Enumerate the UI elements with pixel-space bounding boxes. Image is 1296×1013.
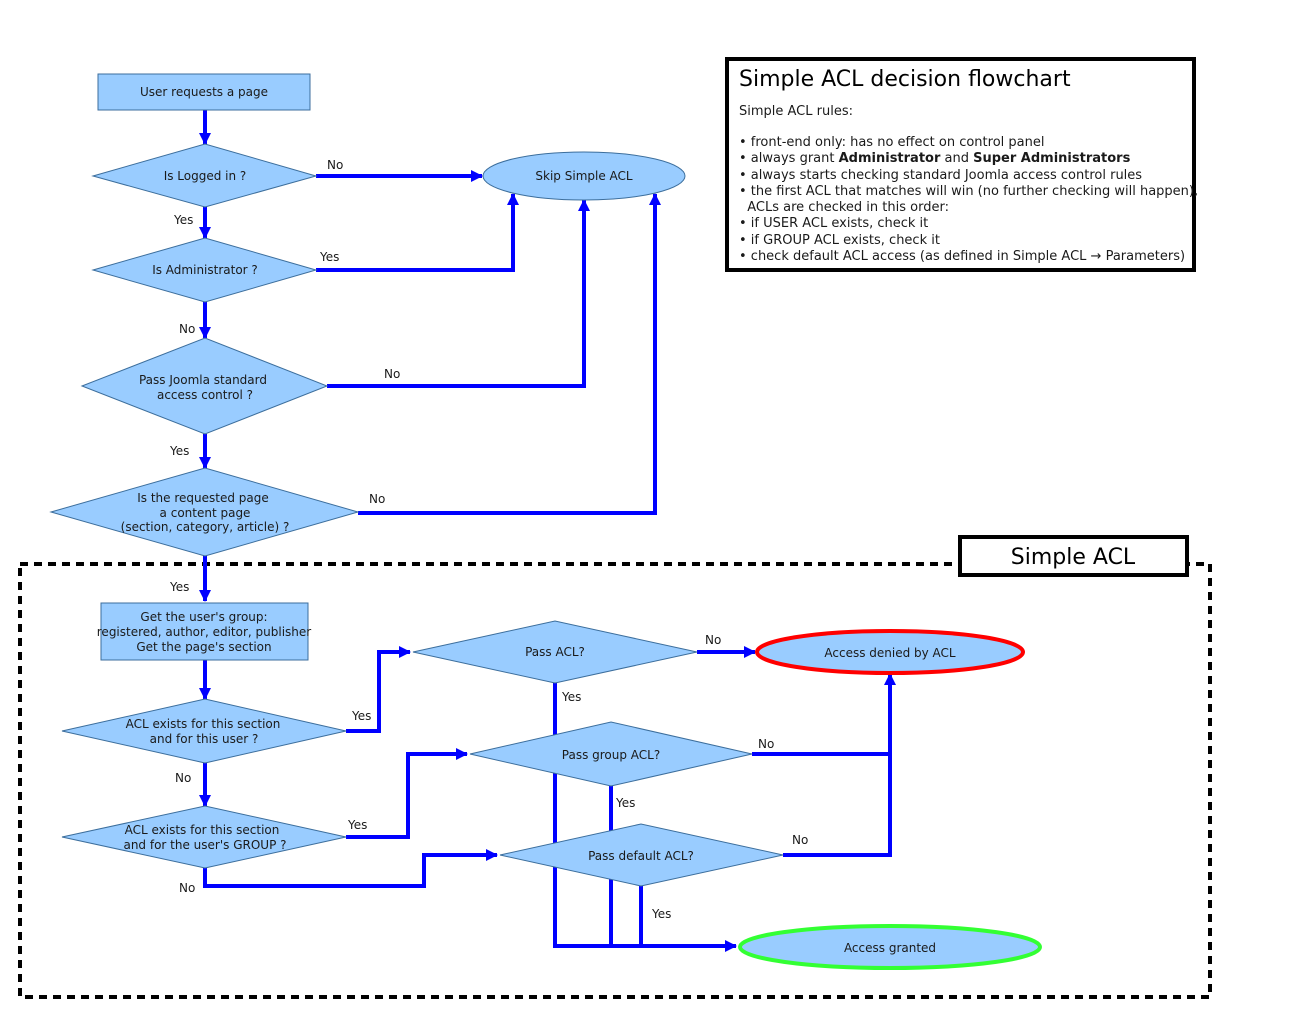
legend-rule: • if GROUP ACL exists, check it bbox=[739, 232, 940, 248]
node-is-content bbox=[49, 467, 360, 557]
edge-label-acluser-yes: Yes bbox=[351, 709, 371, 723]
node-is-logged-in bbox=[91, 143, 318, 208]
edge-label-content-yes: Yes bbox=[169, 580, 189, 594]
label-is-content-3: (section, category, article) ? bbox=[121, 520, 290, 534]
label-acl-group-2: and for the user's GROUP ? bbox=[123, 838, 286, 852]
node-get-group bbox=[100, 602, 309, 661]
edge-aclgroup-yes-to-passgroup bbox=[346, 748, 468, 839]
edge-labels: No Yes Yes No No Yes No Yes Yes No Yes N… bbox=[169, 158, 808, 921]
legend-rule-bold: Super Administrators bbox=[973, 151, 1131, 167]
node-is-admin bbox=[91, 237, 318, 303]
edge-joomla-no-to-skip bbox=[327, 199, 590, 388]
node-labels: User requests a page Is Logged in ? Skip… bbox=[97, 85, 956, 955]
legend-rule-bold: Administrator bbox=[838, 151, 941, 167]
legend-rule: • always grant Administrator and Super A… bbox=[739, 151, 1131, 167]
simple-acl-region-tab bbox=[958, 535, 1189, 577]
legend-rule: ACLs are checked in this order: bbox=[739, 200, 949, 216]
edge-label-passdefault-yes: Yes bbox=[651, 907, 671, 921]
node-pass-group-acl bbox=[469, 721, 753, 787]
label-get-group-3: Get the page's section bbox=[136, 640, 271, 654]
label-pass-acl: Pass ACL? bbox=[525, 645, 585, 659]
label-access-denied: Access denied by ACL bbox=[824, 646, 956, 660]
edge-content-no-to-skip bbox=[358, 193, 661, 515]
legend-title: Simple ACL decision flowchart bbox=[739, 67, 1071, 92]
label-is-logged-in: Is Logged in ? bbox=[164, 169, 247, 183]
edge-admin-yes-to-skip bbox=[316, 193, 519, 272]
label-acl-user-1: ACL exists for this section bbox=[126, 717, 281, 731]
legend-rule: • check default ACL access (as defined i… bbox=[739, 249, 1186, 265]
node-skip-acl bbox=[482, 151, 686, 201]
edge-label-admin-yes: Yes bbox=[319, 250, 339, 264]
edge-label-passdefault-no: No bbox=[792, 833, 808, 847]
legend-rule: • the first ACL that matches will win (n… bbox=[739, 183, 1199, 199]
simple-acl-region-title: Simple ACL bbox=[1011, 545, 1136, 570]
node-access-granted bbox=[738, 924, 1042, 970]
nodes bbox=[49, 73, 1042, 970]
legend-rule: • front-end only: has no effect on contr… bbox=[739, 135, 1045, 150]
edge-label-passgroup-no: No bbox=[758, 737, 774, 751]
legend-rules: • front-end only: has no effect on contr… bbox=[739, 135, 1199, 265]
legend-box: Simple ACL decision flowchart Simple ACL… bbox=[725, 57, 1199, 272]
label-access-granted: Access granted bbox=[844, 941, 936, 955]
node-user-requests bbox=[97, 73, 311, 111]
label-get-group-2: registered, author, editor, publisher bbox=[97, 625, 312, 639]
edge-label-joomla-no: No bbox=[384, 367, 400, 381]
edge-label-logged-yes: Yes bbox=[173, 213, 193, 227]
edge-aclgroup-no-to-passdefault bbox=[203, 849, 498, 888]
label-acl-group-1: ACL exists for this section bbox=[125, 823, 280, 837]
node-pass-acl bbox=[412, 620, 698, 684]
edge-label-passacl-yes: Yes bbox=[561, 690, 581, 704]
edge-passdefault-no-to-denied bbox=[783, 754, 892, 857]
label-acl-user-2: and for this user ? bbox=[150, 732, 259, 746]
label-user-requests: User requests a page bbox=[140, 85, 268, 99]
legend-subtitle: Simple ACL rules: bbox=[739, 104, 853, 119]
label-is-admin: Is Administrator ? bbox=[152, 263, 258, 277]
label-pass-group-acl: Pass group ACL? bbox=[562, 748, 660, 762]
label-pass-joomla-2: access control ? bbox=[157, 388, 253, 402]
edge-label-joomla-yes: Yes bbox=[169, 444, 189, 458]
node-pass-default-acl bbox=[499, 823, 784, 887]
node-access-denied bbox=[755, 629, 1025, 675]
edge-label-admin-no: No bbox=[179, 322, 195, 336]
label-is-content-2: a content page bbox=[160, 506, 251, 520]
node-pass-joomla bbox=[80, 337, 329, 435]
connectors bbox=[199, 110, 896, 952]
node-acl-group bbox=[61, 805, 347, 869]
edge-label-passgroup-yes: Yes bbox=[615, 796, 635, 810]
label-get-group-1: Get the user's group: bbox=[140, 610, 267, 624]
label-is-content-1: Is the requested page bbox=[137, 491, 269, 505]
edge-label-logged-no: No bbox=[327, 158, 343, 172]
label-pass-joomla-1: Pass Joomla standard bbox=[139, 373, 267, 387]
label-pass-default-acl: Pass default ACL? bbox=[588, 849, 694, 863]
simple-acl-region bbox=[18, 562, 1212, 999]
legend-rule: • always starts checking standard Joomla… bbox=[739, 167, 1143, 183]
label-skip-acl: Skip Simple ACL bbox=[535, 169, 632, 183]
edge-label-aclgroup-yes: Yes bbox=[347, 818, 367, 832]
edge-label-acluser-no: No bbox=[175, 771, 191, 785]
edge-label-content-no: No bbox=[369, 492, 385, 506]
edge-acluser-yes-to-passacl bbox=[346, 646, 411, 733]
edge-label-passacl-no: No bbox=[705, 633, 721, 647]
node-acl-user bbox=[61, 698, 347, 764]
legend-rule: • if USER ACL exists, check it bbox=[739, 216, 929, 232]
edge-label-aclgroup-no: No bbox=[179, 881, 195, 895]
